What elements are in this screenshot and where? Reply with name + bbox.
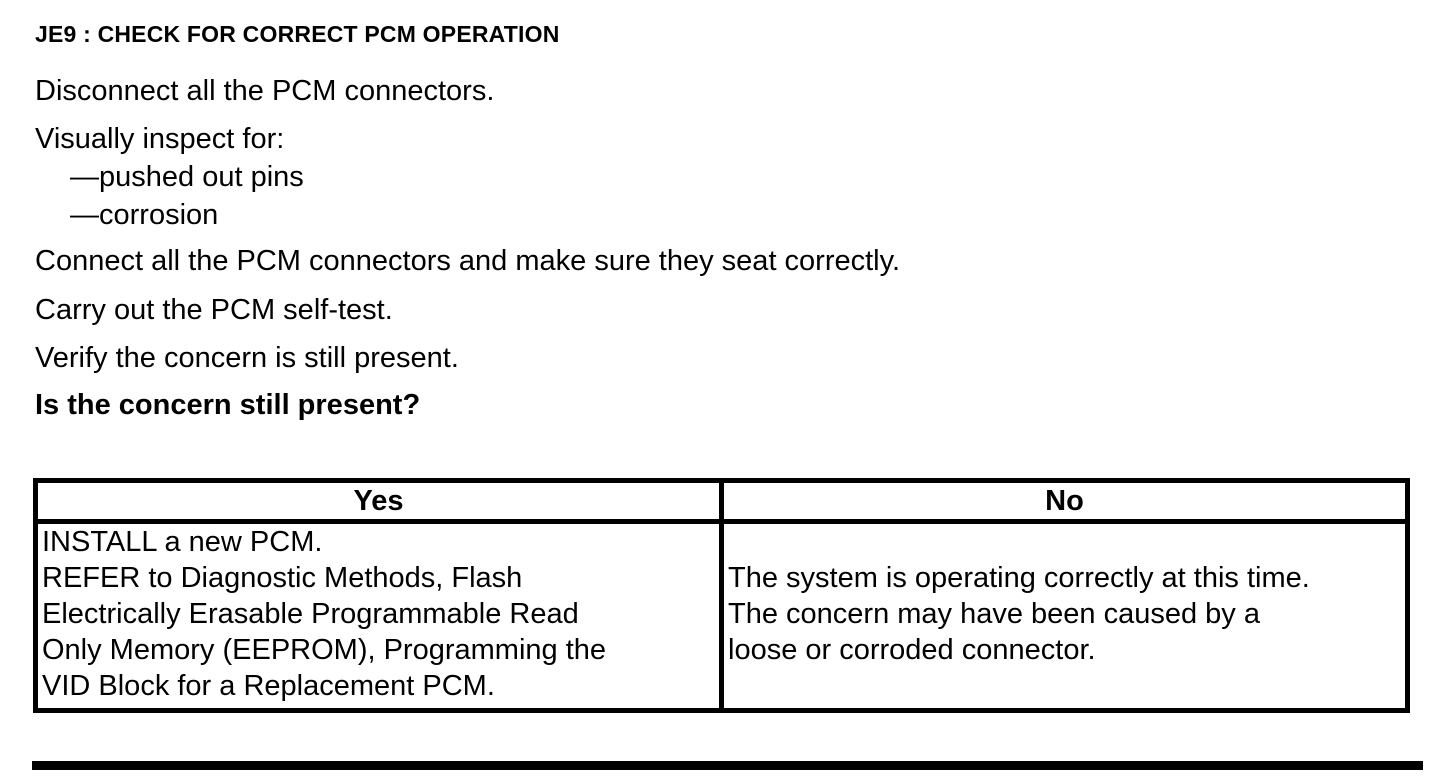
decision-table-body: INSTALL a new PCM. REFER to Diagnostic M…	[33, 519, 1410, 713]
yes-action-cell: INSTALL a new PCM. REFER to Diagnostic M…	[33, 519, 724, 713]
yes-column-header: Yes	[33, 478, 724, 524]
decision-table-header: Yes No	[33, 478, 1410, 524]
no-action-cell: The system is operating correctly at thi…	[719, 519, 1410, 713]
no-column-header: No	[719, 478, 1410, 524]
inspect-item-corrosion: —corrosion	[70, 199, 219, 231]
instruction-selftest: Carry out the PCM self-test.	[35, 294, 393, 326]
instruction-connect: Connect all the PCM connectors and make …	[35, 245, 901, 277]
instruction-verify: Verify the concern is still present.	[35, 342, 459, 374]
decision-question: Is the concern still present?	[35, 389, 421, 421]
decision-table: Yes No INSTALL a new PCM. REFER to Diagn…	[33, 478, 1410, 713]
table-body-row: INSTALL a new PCM. REFER to Diagnostic M…	[33, 519, 1410, 713]
instruction-disconnect: Disconnect all the PCM connectors.	[35, 75, 495, 107]
inspect-item-pins: —pushed out pins	[70, 161, 304, 193]
table-header-row: Yes No	[33, 478, 1410, 524]
bottom-divider	[32, 761, 1423, 770]
procedure-title: JE9 : CHECK FOR CORRECT PCM OPERATION	[35, 21, 560, 47]
instruction-inspect: Visually inspect for:	[35, 123, 285, 155]
